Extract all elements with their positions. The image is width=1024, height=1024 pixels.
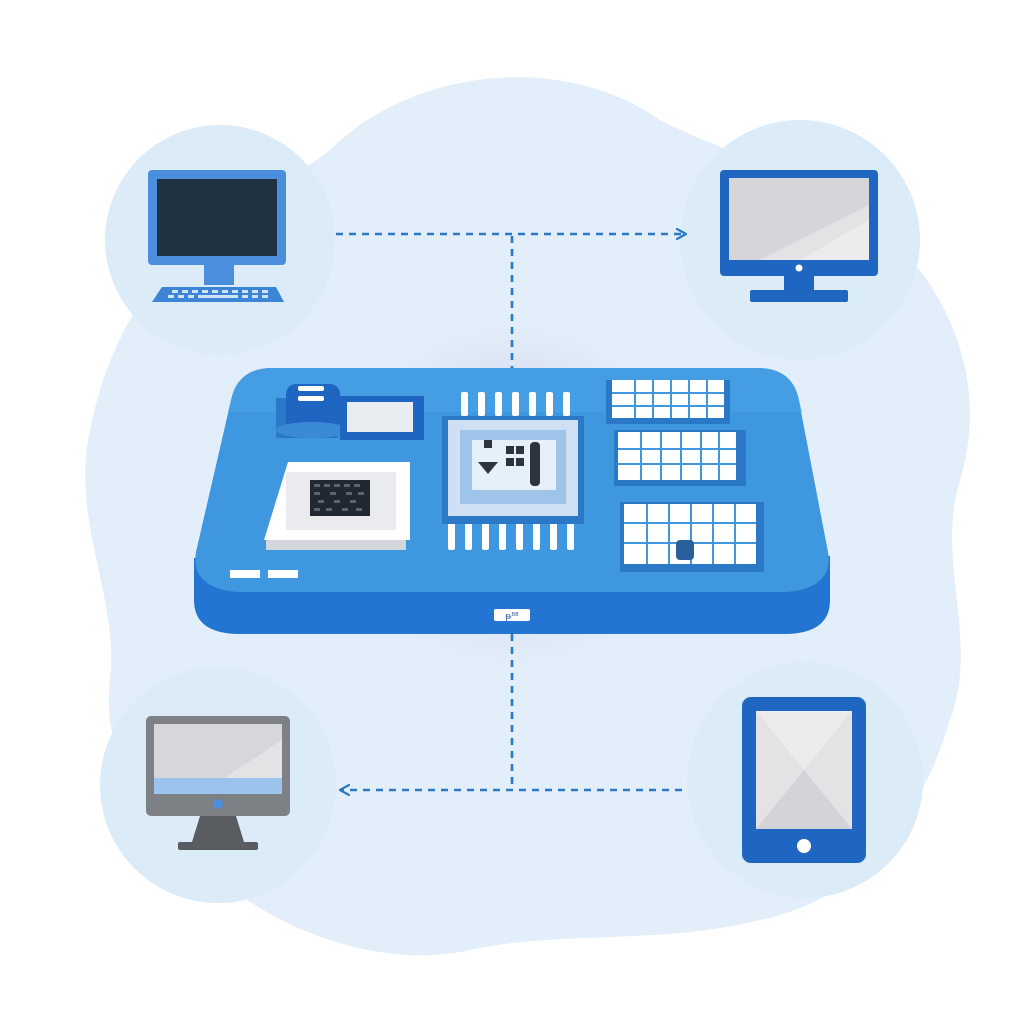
memory-module-icon	[620, 502, 764, 572]
circuit-board-icon: ᵽ⁸⁸	[194, 368, 830, 634]
processor-chip-icon	[264, 462, 410, 550]
indicator-light	[268, 570, 298, 578]
desktop-computer-icon	[148, 170, 286, 302]
port-label: ᵽ⁸⁸	[505, 612, 519, 622]
connectors	[336, 234, 686, 790]
cpu-chip-icon	[442, 392, 584, 550]
indicator-light	[230, 570, 260, 578]
memory-chip-icon	[340, 396, 424, 440]
memory-module-icon	[606, 380, 730, 424]
monitor-icon	[720, 170, 878, 302]
tablet-icon	[742, 697, 866, 863]
monitor-icon	[146, 716, 290, 850]
memory-module-icon	[614, 430, 746, 486]
capacitor-icon	[276, 384, 348, 438]
port-badge	[494, 609, 530, 621]
